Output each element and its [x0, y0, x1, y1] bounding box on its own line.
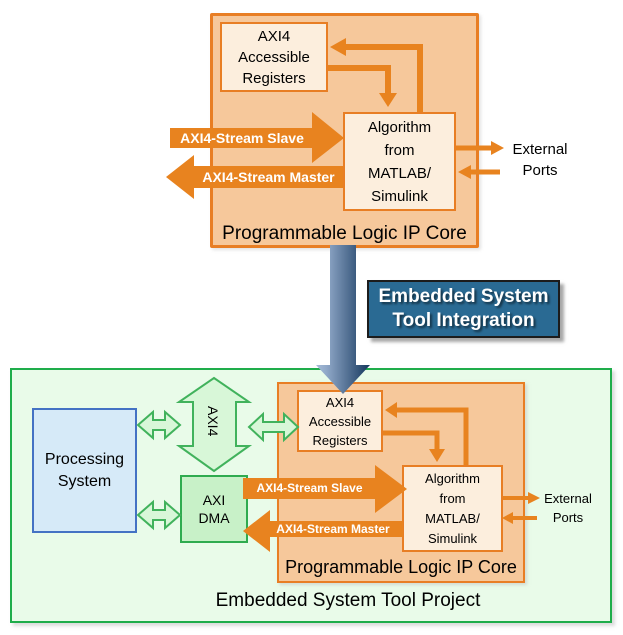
bottom-algorithm-box: Algorithm from MATLAB/ Simulink — [402, 465, 503, 552]
external-ports-line: External — [544, 491, 592, 506]
processing-system-line: System — [57, 472, 112, 490]
algorithm-line: MATLAB/ — [367, 164, 432, 182]
integration-line: Tool Integration — [392, 310, 535, 331]
bottom-axi4-accessible-registers-box: AXI4 Accessible Registers — [297, 390, 383, 452]
algorithm-line: Algorithm — [425, 470, 480, 486]
bottom-external-ports-label: External Ports — [536, 489, 600, 527]
registers-line: Accessible — [308, 413, 372, 429]
axi-dma-box: AXI DMA — [180, 475, 248, 543]
integration-line: Embedded System — [378, 286, 549, 307]
registers-line: Registers — [312, 432, 368, 448]
embedded-system-tool-project-title: Embedded System Tool Project — [215, 590, 481, 611]
top-algorithm-box: Algorithm from MATLAB/ Simulink — [343, 112, 456, 211]
registers-line: Accessible — [238, 48, 310, 66]
top-programmable-logic-core-title: Programmable Logic IP Core — [222, 223, 467, 244]
top-stream-slave-label: AXI4-Stream Slave — [180, 130, 304, 146]
embedded-system-tool-integration-callout: Embedded System Tool Integration — [367, 280, 560, 338]
algorithm-line: from — [439, 490, 466, 506]
top-stream-master-label: AXI4-Stream Master — [202, 169, 335, 185]
bottom-stream-slave-label: AXI4-Stream Slave — [256, 481, 363, 495]
bottom-stream-master-label: AXI4-Stream Master — [276, 522, 390, 536]
registers-line: Registers — [242, 69, 306, 87]
algorithm-line: Algorithm — [367, 118, 432, 136]
algorithm-line: Simulink — [427, 530, 478, 546]
bottom-programmable-logic-core-title: Programmable Logic IP Core — [285, 557, 517, 577]
axi4-bus-label: AXI4 — [205, 406, 221, 437]
axi-dma-line: AXI — [202, 492, 226, 508]
registers-line: AXI4 — [325, 394, 355, 410]
processing-system-box: Processing System — [32, 408, 137, 533]
algorithm-line: MATLAB/ — [425, 510, 480, 526]
external-ports-line: Ports — [522, 162, 558, 179]
external-ports-line: Ports — [552, 510, 584, 525]
top-external-out-arrowhead — [491, 141, 504, 155]
external-ports-line: External — [512, 141, 568, 158]
algorithm-line: Simulink — [371, 187, 428, 205]
processing-system-line: Processing — [44, 450, 125, 468]
axi-dma-line: DMA — [198, 510, 230, 526]
algorithm-line: from — [384, 141, 415, 159]
registers-line: AXI4 — [257, 27, 291, 45]
top-external-ports-label: External Ports — [504, 139, 576, 181]
top-axi4-accessible-registers-box: AXI4 Accessible Registers — [220, 22, 328, 92]
